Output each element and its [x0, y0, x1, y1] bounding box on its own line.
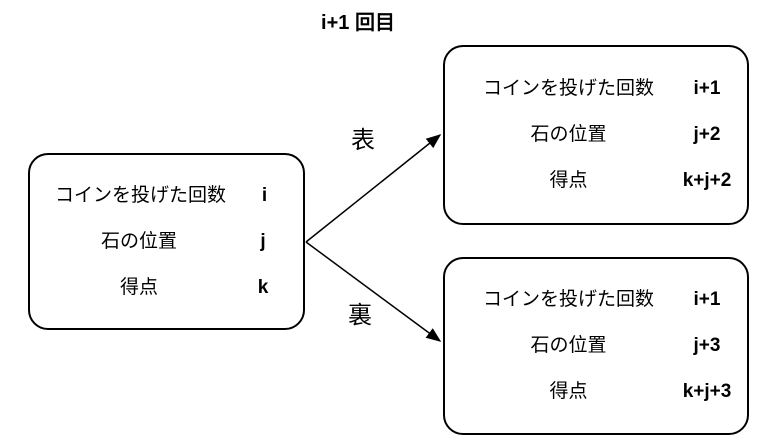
edge-label-tails: 裏 — [348, 302, 372, 329]
state-row-label: コインを投げた回数 — [482, 289, 654, 310]
state-row-value: i+1 — [693, 78, 721, 99]
arrow-heads-transition — [305, 134, 442, 243]
state-row-label: コインを投げた回数 — [482, 78, 654, 99]
state-row-label: 石の位置 — [530, 124, 607, 145]
state-row-label: 石の位置 — [100, 230, 177, 252]
state-row-score: 得点 k+j+2 — [445, 168, 747, 194]
state-row-score: 得点 k+j+3 — [445, 379, 747, 405]
state-row-toss-count: コインを投げた回数 i — [30, 183, 303, 209]
state-box-tails-result: コインを投げた回数 i+1 石の位置 j+3 得点 k+j+3 — [443, 257, 749, 435]
diagram-title: i+1 回目 — [321, 12, 395, 34]
state-row-label: 得点 — [549, 381, 588, 402]
state-row-stone-position: 石の位置 j+3 — [445, 333, 747, 359]
state-row-label: 石の位置 — [530, 335, 607, 356]
state-row-value: j — [260, 230, 266, 252]
state-row-stone-position: 石の位置 j — [30, 229, 303, 255]
state-row-value: i — [261, 184, 268, 206]
state-row-value: k+j+2 — [682, 170, 732, 191]
edge-label-heads: 表 — [351, 127, 375, 154]
state-row-value: k+j+3 — [682, 381, 732, 402]
state-row-label: コインを投げた回数 — [55, 184, 227, 206]
state-row-value: i+1 — [693, 289, 721, 310]
arrow-tails-transition — [305, 241, 442, 342]
state-row-stone-position: 石の位置 j+2 — [445, 122, 747, 148]
state-row-toss-count: コインを投げた回数 i+1 — [445, 287, 747, 313]
state-row-value: k — [257, 276, 269, 298]
state-row-label: 得点 — [549, 170, 588, 191]
state-row-label: 得点 — [119, 276, 158, 298]
state-box-heads-result: コインを投げた回数 i+1 石の位置 j+2 得点 k+j+2 — [443, 45, 749, 225]
state-box-current: コインを投げた回数 i 石の位置 j 得点 k — [28, 153, 305, 330]
state-row-toss-count: コインを投げた回数 i+1 — [445, 76, 747, 102]
state-row-value: j+3 — [693, 335, 721, 356]
state-row-value: j+2 — [693, 124, 721, 145]
state-row-score: 得点 k — [30, 275, 303, 301]
